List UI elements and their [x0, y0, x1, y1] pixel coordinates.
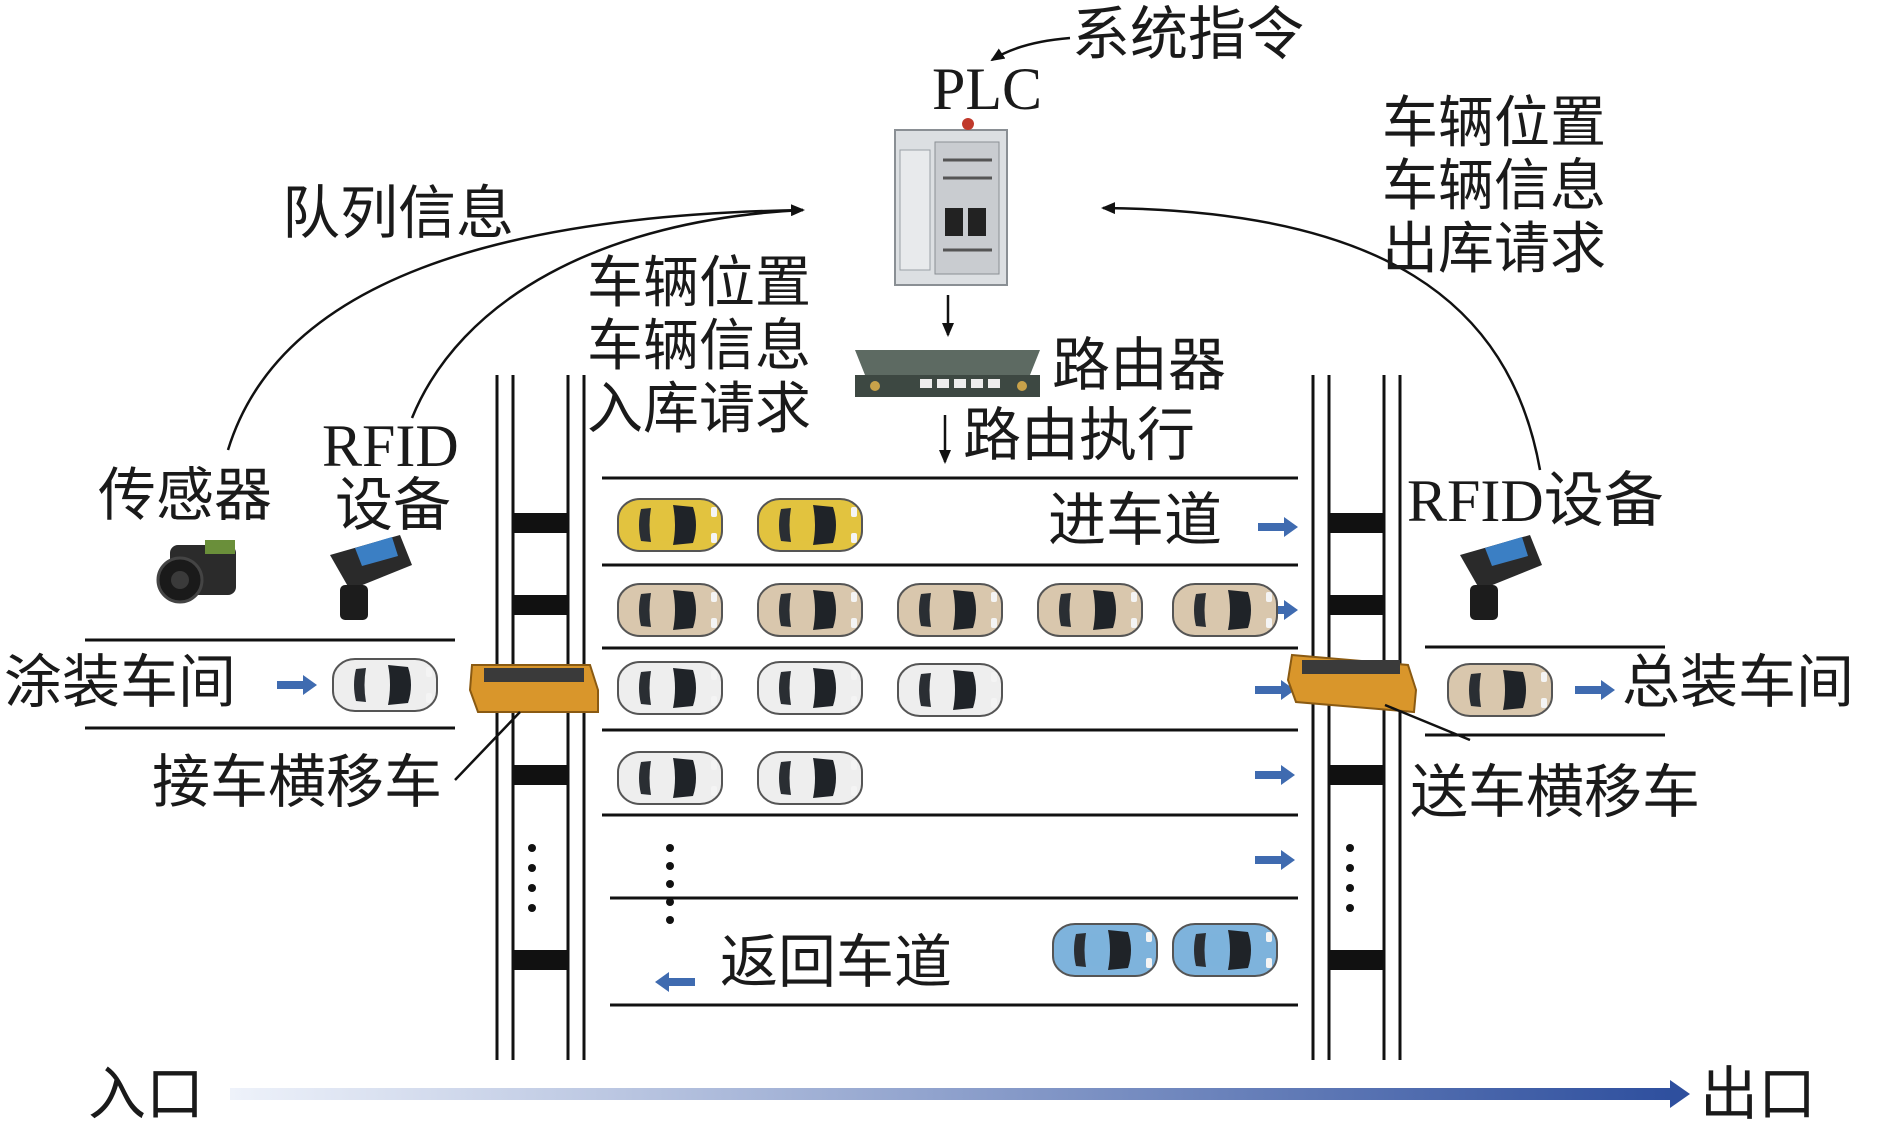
car-white — [757, 751, 863, 805]
left-track-stoppers — [513, 513, 568, 970]
left-info-block: 车辆位置 车辆信息 入库请求 — [587, 252, 811, 441]
paint-shop-label: 涂装车间 — [4, 648, 237, 716]
delivery-shuttle-label: 送车横移车 — [1410, 758, 1701, 826]
right-info-vehicle-info: 车辆信息 — [1382, 154, 1606, 219]
plc-arrows — [226, 36, 1542, 471]
lane-1-arrow — [1258, 517, 1298, 537]
left-transfer-track — [495, 375, 586, 1060]
plc-cabinet-icon — [894, 118, 1008, 286]
right-info-vehicle-position: 车辆位置 — [1382, 91, 1606, 156]
rfid-device-left-icon — [330, 535, 412, 620]
middle-lane-dots — [666, 844, 674, 924]
exit-label: 出口 — [1700, 1060, 1817, 1128]
lane-lines — [85, 476, 1665, 1007]
assembly-shop-arrow — [1575, 680, 1615, 700]
return-lane-arrow — [655, 972, 695, 992]
car-white — [757, 661, 863, 715]
rfid-left-label-line2: 设备 — [335, 471, 452, 539]
router-icon — [855, 350, 1040, 397]
delivery-shuttle-icon — [1286, 653, 1418, 714]
car-white — [617, 751, 723, 805]
right-info-outbound-request: 出库请求 — [1382, 217, 1606, 282]
rfid-right-label: RFID设备 — [1407, 468, 1664, 534]
queue-info-label: 队列信息 — [282, 179, 515, 247]
lane-4-arrow — [1255, 765, 1295, 785]
lane-5-arrow — [1255, 850, 1295, 870]
entry-lane-label: 进车道 — [1048, 486, 1223, 554]
route-exec-label: 路由执行 — [963, 401, 1196, 469]
entrance-label: 入口 — [88, 1060, 205, 1128]
return-lane-label: 返回车道 — [720, 928, 953, 996]
car-leaving — [1447, 663, 1553, 717]
car-beige — [1037, 583, 1143, 637]
car-white — [617, 661, 723, 715]
assembly-shop-label: 总装车间 — [1622, 648, 1855, 716]
right-transfer-track — [1311, 375, 1402, 1060]
sensor-icon — [156, 540, 236, 604]
left-info-inbound-request: 入库请求 — [587, 377, 811, 442]
car-beige — [1172, 583, 1278, 637]
car-yellow — [757, 498, 863, 552]
car-white — [897, 663, 1003, 717]
pickup-shuttle-label: 接车横移车 — [152, 748, 443, 816]
car-entering — [332, 658, 438, 712]
plc-label: PLC — [932, 56, 1043, 122]
left-info-vehicle-info: 车辆信息 — [587, 314, 811, 379]
router-label: 路由器 — [1052, 331, 1227, 399]
shuttle-leader-lines — [454, 703, 1471, 781]
car-beige — [897, 583, 1003, 637]
paint-shop-arrow — [277, 675, 317, 695]
car-beige — [757, 583, 863, 637]
rfid-device-right-icon — [1460, 535, 1542, 620]
right-info-block: 车辆位置 车辆信息 出库请求 — [1382, 92, 1606, 281]
car-yellow — [617, 498, 723, 552]
right-track-stoppers — [1329, 513, 1384, 970]
cars — [332, 498, 1553, 977]
left-info-vehicle-position: 车辆位置 — [587, 251, 811, 316]
flow-arrow — [230, 1080, 1690, 1108]
car-blue — [1052, 923, 1158, 977]
pickup-shuttle-icon — [468, 664, 599, 713]
car-beige — [617, 583, 723, 637]
rfid-left-label-line1: RFID — [322, 413, 459, 479]
system-command-label: 系统指令 — [1072, 0, 1305, 68]
sensor-label: 传感器 — [98, 461, 273, 529]
car-blue — [1172, 923, 1278, 977]
